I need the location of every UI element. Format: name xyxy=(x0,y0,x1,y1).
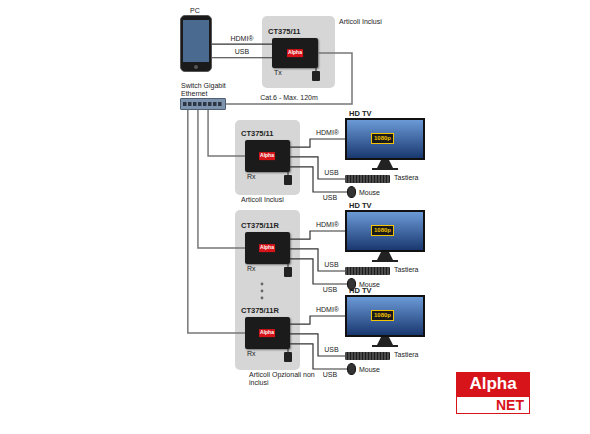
cable-connector xyxy=(290,344,347,369)
cable-label: USB xyxy=(323,169,339,177)
node-label: PC xyxy=(190,7,200,15)
keyboard: Tastiera xyxy=(345,175,390,183)
node-label: Articoli Inclusi xyxy=(241,196,284,204)
node-label: Tastiera xyxy=(394,266,419,274)
resolution-badge: 1080p xyxy=(371,310,394,321)
tv-screen: HD TV1080p xyxy=(345,210,425,252)
switch-ports xyxy=(183,102,222,106)
node-label: Rx xyxy=(247,173,256,181)
cable-connector xyxy=(212,57,272,58)
tv-stand xyxy=(372,160,398,347)
cable-connector xyxy=(226,53,352,104)
node-label: Tastiera xyxy=(394,351,419,359)
brand-logo: NET xyxy=(456,396,530,414)
cable-label: HDMI® xyxy=(229,35,254,43)
pc-device: PC xyxy=(180,15,212,72)
cable-label: USB xyxy=(322,371,338,379)
keyboard: Tastiera xyxy=(345,267,390,275)
node-label: Mouse xyxy=(359,189,380,197)
resolution-badge: 1080p xyxy=(371,225,394,236)
brand-logo: Alpha xyxy=(287,49,303,57)
cable-connector xyxy=(290,157,345,179)
tv-screen: HD TV1080p xyxy=(345,295,425,337)
node-label: Rx xyxy=(247,350,256,358)
cable-label: HDMI® xyxy=(315,306,340,314)
network-switch: Switch Gigabit Ethernet xyxy=(180,98,226,110)
pc-screen xyxy=(183,20,209,62)
node-label: Switch Gigabit Ethernet xyxy=(181,82,239,98)
cable-connector xyxy=(290,259,347,284)
node-label: Tastiera xyxy=(394,174,419,182)
device-title: CT375/11R xyxy=(241,222,279,231)
node-label: Tx xyxy=(274,69,282,77)
cable-label: Cat.6 - Max. 120m xyxy=(259,94,319,102)
cable-label: HDMI® xyxy=(315,221,340,229)
brand-logo: Alpha xyxy=(456,372,530,396)
mouse: Mouse xyxy=(347,363,356,375)
brand-logo: Alpha xyxy=(259,244,275,252)
brand-logo: Alpha xyxy=(259,329,275,337)
power-adapter xyxy=(284,68,320,362)
cable-label: USB xyxy=(234,48,250,56)
device-title: CT375/11R xyxy=(241,307,279,316)
device-title: HD TV xyxy=(349,202,372,211)
cable-label: USB xyxy=(323,346,339,354)
cable-connector xyxy=(212,43,272,44)
device-title: HD TV xyxy=(349,287,372,296)
cable-label: USB xyxy=(322,194,338,202)
resolution-badge: 1080p xyxy=(371,133,394,144)
cable-label: USB xyxy=(323,261,339,269)
device-title: HD TV xyxy=(349,110,372,119)
pc-button xyxy=(194,65,198,69)
cable-connector xyxy=(290,167,347,192)
device-title: CT375/11 xyxy=(241,130,274,139)
continuation-dots xyxy=(261,283,264,300)
cable-connector xyxy=(290,139,345,147)
brand-logo: Alpha xyxy=(259,152,275,160)
tv-screen: HD TV1080p xyxy=(345,118,425,160)
cable-connector xyxy=(290,316,345,324)
cable-connector xyxy=(188,110,245,333)
node-label: Mouse xyxy=(359,366,380,374)
node-label: Rx xyxy=(247,265,256,273)
cable-connector xyxy=(290,249,345,271)
node-label: Articoli Inclusi xyxy=(339,18,382,26)
cable-connector xyxy=(208,110,245,156)
cable-connector xyxy=(198,110,245,248)
cable-label: USB xyxy=(322,286,338,294)
cable-connector xyxy=(290,231,345,239)
optional-panel: CT375/11RRxCT375/11RRxArticoli Opzionali… xyxy=(235,210,300,370)
cable-label: HDMI® xyxy=(315,129,340,137)
node-label: Articoli Opzionali non inclusi xyxy=(249,371,329,387)
cable-connector xyxy=(290,334,345,356)
mouse: Mouse xyxy=(347,186,356,198)
keyboard: Tastiera xyxy=(345,352,390,360)
device-title: CT375/11 xyxy=(268,28,301,37)
